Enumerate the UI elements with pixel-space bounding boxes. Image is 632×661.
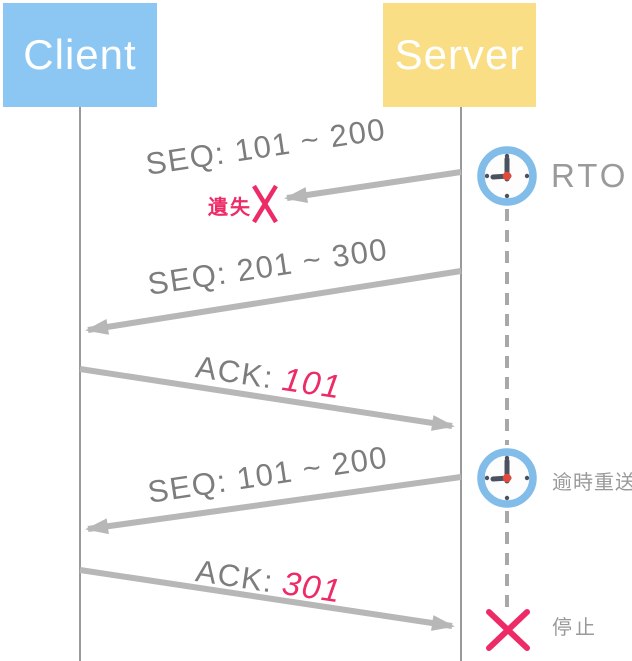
arrow-seq-201-300 [85, 268, 462, 335]
actor-client-label: Client [23, 31, 137, 78]
ack-101-value: 101 [279, 360, 345, 406]
arrow-ack-301 [79, 567, 455, 631]
arrow-seq-101-200-lost [284, 169, 462, 203]
packet-lost-x-icon [252, 184, 278, 224]
arrow-seq-101-200-retransmit [85, 474, 462, 535]
arrow-ack-101 [79, 366, 455, 431]
rto-label: RTO [551, 157, 629, 194]
actor-client: Client [3, 3, 157, 107]
timer-stop-x-icon [486, 609, 530, 651]
stop-label: 停止 [552, 617, 598, 639]
actor-server: Server [383, 3, 536, 107]
retransmit-clock-icon [481, 452, 533, 504]
timeout-retransmit-label: 逾時重送 [552, 472, 632, 494]
rto-clock-icon [481, 150, 533, 202]
ack-301-value: 301 [279, 564, 345, 610]
lost-annotation: 遺失 [208, 197, 252, 219]
actor-server-label: Server [394, 31, 525, 78]
